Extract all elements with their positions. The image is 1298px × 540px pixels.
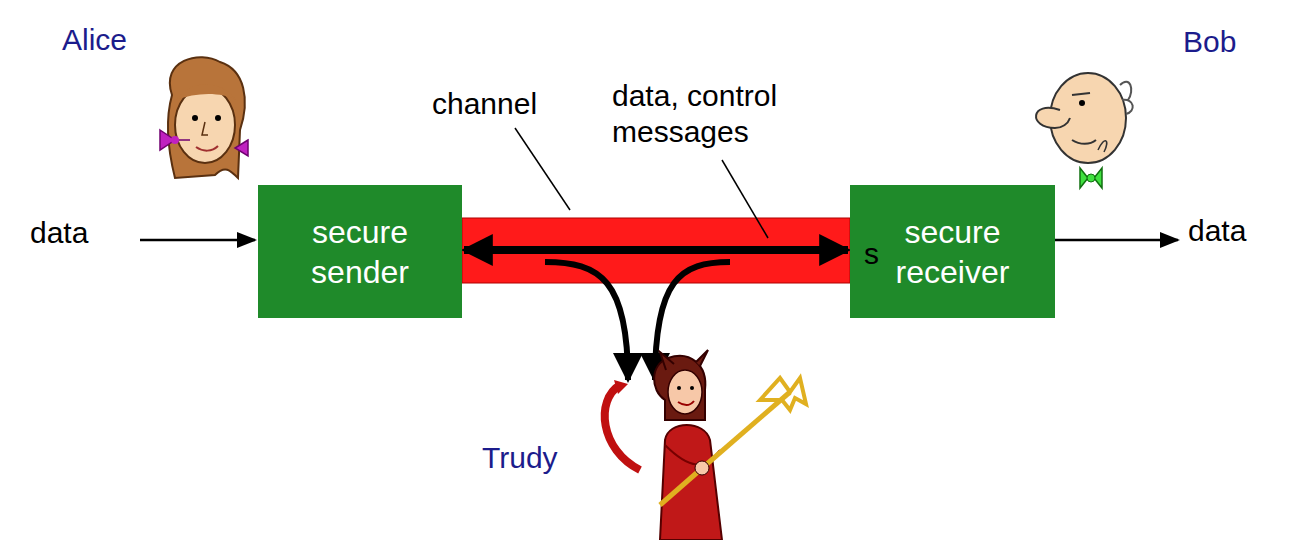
text-label: data, control messages: [612, 78, 827, 150]
text-label: Alice: [62, 22, 182, 58]
trudy-figure: [605, 350, 806, 540]
text-label: s: [864, 236, 894, 272]
leader-line: [722, 160, 768, 238]
input-arrow: [140, 239, 255, 242]
intercept-arrow: [545, 262, 628, 380]
output-arrow: [1055, 239, 1178, 242]
channel-band: [462, 218, 850, 283]
leader-line: [515, 128, 570, 210]
alice-figure: [160, 57, 248, 178]
process-box: secure sender: [258, 185, 462, 318]
text-label: data: [1188, 213, 1288, 249]
double-arrow: [464, 246, 848, 254]
text-label: Trudy: [482, 440, 602, 476]
process-box: secure receiver: [850, 185, 1055, 318]
text-label: channel: [432, 86, 572, 122]
box-label: secure receiver: [862, 212, 1043, 292]
text-label: data: [30, 215, 130, 251]
bob-figure: [1036, 73, 1133, 188]
box-label: secure sender: [270, 212, 450, 292]
text-label: Bob: [1183, 24, 1283, 60]
